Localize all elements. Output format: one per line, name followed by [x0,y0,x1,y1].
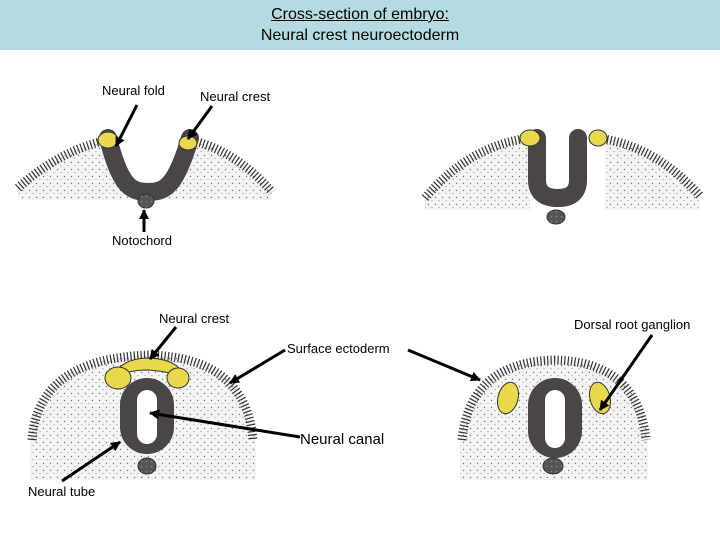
stage-neural-folds [421,129,704,225]
arrow-surface-ectoderm-right [407,348,481,382]
label-neural-crest-top: Neural crest [200,89,271,104]
diagram-title: Cross-section of embryo: [271,6,449,23]
title-banner: Cross-section of embryo: Neural crest ne… [0,0,720,50]
neural-crest-cell [166,367,190,389]
arrow-neural-tube [61,440,121,483]
pointer-arrows [61,104,654,483]
neural-crest-cell [97,131,119,149]
neural-plate [528,129,587,208]
label-notochord: Notochord [112,233,172,248]
neural-canal [137,390,157,444]
notochord [542,457,564,475]
arrow-neural-canal [149,409,301,439]
notochord [137,193,155,209]
arrow-neural-crest-bottom [148,326,178,360]
dorsal-root-ganglion [496,381,520,415]
label-neural-tube: Neural tube [28,484,96,499]
stage-dorsal-root-ganglion [457,355,651,480]
arrow-surface-ectoderm-left [229,348,286,385]
neural-plate [99,129,199,202]
neural-crest-cell [519,129,541,147]
label-neural-canal: Neural canal [300,431,385,448]
arrow-dorsal-root-ganglion [598,334,654,411]
label-neural-crest-bottom: Neural crest [159,311,230,326]
notochord [546,209,566,225]
neural-crest-cell [588,129,608,147]
stage-neural-groove [14,129,276,209]
diagram-subtitle: Neural crest neuroectoderm [260,27,460,44]
notochord [137,457,157,475]
neural-crest-cell [104,366,132,390]
neural-canal [545,390,565,448]
label-dorsal-root-ganglion: Dorsal root ganglion [574,317,691,332]
stage-neural-tube [27,350,258,480]
arrow-neural-crest-top [186,105,214,140]
label-surface-ectoderm: Surface ectoderm [287,341,390,356]
label-neural-fold: Neural fold [102,83,165,98]
arrow-neural-fold [114,104,139,147]
